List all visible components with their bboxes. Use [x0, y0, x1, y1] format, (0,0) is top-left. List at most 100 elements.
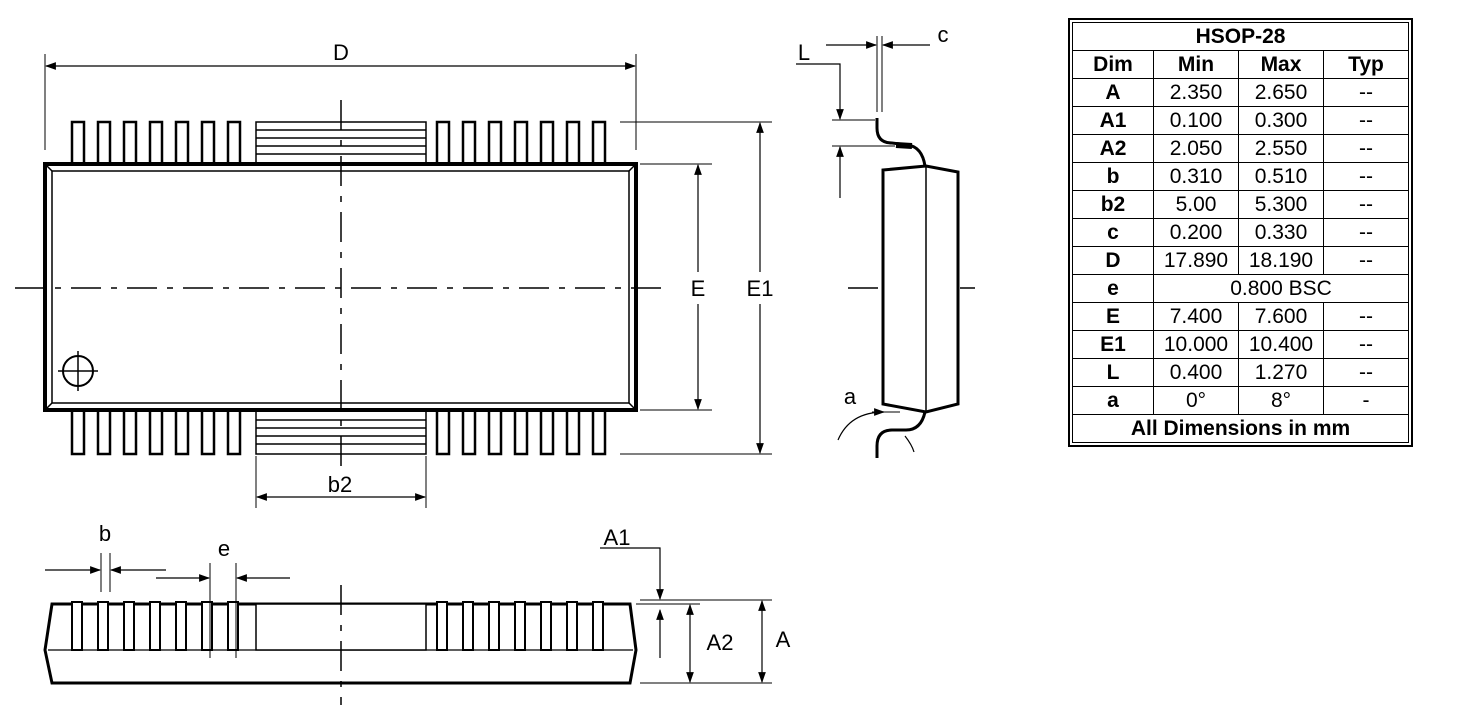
dim-cell: A2 — [1072, 134, 1154, 163]
dim-cell: e — [1072, 274, 1154, 303]
dim-cell: E — [1072, 302, 1154, 331]
dimension-l-label: L — [798, 40, 810, 65]
min-cell: 0.310 — [1153, 162, 1239, 191]
pin — [566, 601, 578, 651]
pin — [514, 601, 526, 651]
pin — [591, 408, 607, 456]
typ-cell: -- — [1323, 106, 1409, 135]
dim-cell: D — [1072, 246, 1154, 275]
typ-cell: -- — [1323, 218, 1409, 247]
dim-cell: b2 — [1072, 190, 1154, 219]
min-cell: 17.890 — [1153, 246, 1239, 275]
pin — [96, 408, 112, 456]
end-view: c L a — [796, 22, 975, 458]
max-cell: 1.270 — [1238, 358, 1324, 387]
dimension-b-label: b — [99, 521, 111, 546]
max-cell: 2.650 — [1238, 78, 1324, 107]
pin — [96, 120, 112, 166]
dim-cell: b — [1072, 162, 1154, 191]
pin — [513, 120, 529, 166]
max-cell: 2.550 — [1238, 134, 1324, 163]
min-cell: 0.100 — [1153, 106, 1239, 135]
pin — [436, 601, 448, 651]
pin — [200, 408, 216, 456]
header-max: Max — [1238, 50, 1324, 79]
pin — [174, 408, 190, 456]
typ-cell: -- — [1323, 190, 1409, 219]
typ-cell: -- — [1323, 134, 1409, 163]
pin — [488, 601, 500, 651]
pin — [200, 120, 216, 166]
header-min: Min — [1153, 50, 1239, 79]
header-typ: Typ — [1323, 50, 1409, 79]
pin — [461, 120, 477, 166]
front-view: b e A1 A2 A — [43, 521, 791, 705]
dimension-a-label: A — [776, 627, 791, 652]
typ-cell: -- — [1323, 302, 1409, 331]
top-view: D E E1 b2 — [15, 40, 773, 508]
pin — [539, 408, 555, 456]
dim-cell: A1 — [1072, 106, 1154, 135]
pin — [70, 408, 86, 456]
pin — [227, 601, 239, 651]
min-cell: 10.000 — [1153, 330, 1239, 359]
pin — [123, 601, 135, 651]
dim-cell: L — [1072, 358, 1154, 387]
typ-cell: - — [1323, 386, 1409, 415]
pin — [226, 408, 242, 456]
span-value-cell: 0.800 BSC — [1153, 274, 1409, 303]
pin — [175, 601, 187, 651]
pin — [592, 601, 604, 651]
dim-cell: A — [1072, 78, 1154, 107]
pin — [487, 408, 503, 456]
min-cell: 0.200 — [1153, 218, 1239, 247]
max-cell: 10.400 — [1238, 330, 1324, 359]
min-cell: 0° — [1153, 386, 1239, 415]
pin — [97, 601, 109, 651]
max-cell: 0.510 — [1238, 162, 1324, 191]
pin — [226, 120, 242, 166]
max-cell: 7.600 — [1238, 302, 1324, 331]
pin — [122, 408, 138, 456]
dim-cell: a — [1072, 386, 1154, 415]
pin — [148, 408, 164, 456]
pin1-marker-icon — [58, 351, 98, 391]
pin — [539, 120, 555, 166]
max-cell: 5.300 — [1238, 190, 1324, 219]
min-cell: 2.050 — [1153, 134, 1239, 163]
typ-cell: -- — [1323, 246, 1409, 275]
pin — [149, 601, 161, 651]
dimension-a1-label: A1 — [604, 525, 631, 550]
pin — [540, 601, 552, 651]
dimension-b2-label: b2 — [328, 472, 352, 497]
max-cell: 0.300 — [1238, 106, 1324, 135]
pin — [565, 408, 581, 456]
pin — [591, 120, 607, 166]
table-title: HSOP-28 — [1072, 22, 1409, 51]
dimension-angle-a-label: a — [844, 384, 857, 409]
pin — [71, 601, 83, 651]
min-cell: 2.350 — [1153, 78, 1239, 107]
header-dim: Dim — [1072, 50, 1154, 79]
dimension-e1-label: E1 — [747, 276, 774, 301]
pin — [122, 120, 138, 166]
dimension-e-pitch-label: e — [218, 536, 230, 561]
pin — [435, 408, 451, 456]
pin — [148, 120, 164, 166]
pin — [174, 120, 190, 166]
typ-cell: -- — [1323, 162, 1409, 191]
dimension-d-label: D — [333, 40, 349, 65]
dimension-a2-label: A2 — [707, 630, 734, 655]
